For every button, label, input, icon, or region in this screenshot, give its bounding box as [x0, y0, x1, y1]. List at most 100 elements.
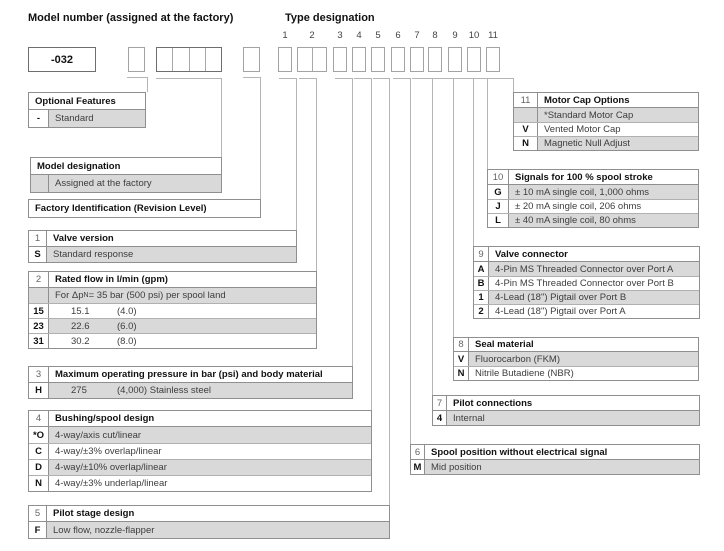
option-key: 2: [474, 305, 489, 318]
option-desc: 15.1 (4.0): [49, 304, 316, 318]
option-desc: Fluorocarbon (FKM): [469, 352, 698, 366]
option-desc: Standard response: [47, 247, 296, 262]
table-title: Maximum operating pressure in bar (psi) …: [55, 369, 323, 380]
option-key: N: [514, 137, 538, 150]
connector-line: [127, 77, 148, 78]
option-key: 31: [29, 334, 49, 348]
option-value-alt: (4.0): [117, 305, 137, 317]
position-label: 6: [395, 30, 401, 41]
connector-line: [373, 78, 390, 79]
connector-line: [389, 78, 390, 505]
option-desc: Low flow, nozzle-flapper: [47, 522, 389, 538]
optional-features-header: Optional Features: [29, 93, 145, 110]
position-label: 4: [356, 30, 362, 41]
option-key: [29, 288, 49, 303]
table-title: Motor Cap Options: [544, 94, 630, 106]
option-key: [31, 175, 49, 192]
position-label: 10: [468, 30, 480, 41]
option-value: 22.6: [71, 320, 90, 332]
type-box-5: [371, 47, 385, 72]
table-row: G± 10 mA single coil, 1,000 ohms: [488, 185, 698, 199]
position-label: 7: [414, 30, 420, 41]
table-title: Factory Identification (Revision Level): [35, 203, 207, 214]
subscript: N: [83, 292, 89, 299]
connector-line: [450, 78, 474, 79]
model-designation-cell: [172, 48, 188, 71]
option-key: 4: [433, 411, 447, 425]
connector-line: [487, 78, 488, 169]
type-box-cell: [392, 48, 404, 71]
option-desc: 4-Pin MS Threaded Connector over Port B: [489, 277, 699, 290]
factory-id-box: [243, 47, 260, 72]
option-key: -: [29, 110, 49, 127]
option-key: *O: [29, 427, 49, 443]
connector-line: [432, 78, 433, 395]
type-box-2: [297, 47, 327, 72]
connector-line: [221, 78, 222, 157]
type-box-cell: [353, 48, 365, 71]
position-label: 2: [309, 30, 315, 41]
motor-cap-header: 11 Motor Cap Options: [514, 93, 698, 108]
connector-line: [473, 78, 474, 246]
connector-line: [453, 78, 454, 337]
table-factory-identification: Factory Identification (Revision Level): [28, 199, 261, 218]
option-desc: ± 20 mA single coil, 206 ohms: [509, 200, 698, 213]
table-title: Rated flow in l/min (gpm): [55, 274, 168, 285]
option-key: 23: [29, 319, 49, 333]
type-box-7: [410, 47, 424, 72]
type-box-cell: [468, 48, 480, 71]
position-number: 11: [514, 93, 538, 107]
position-number: 2: [29, 272, 49, 287]
option-desc: ± 10 mA single coil, 1,000 ohms: [509, 185, 698, 199]
model-designation-box: [156, 47, 222, 72]
type-box-cell: [311, 48, 327, 71]
type-box-cell: [298, 48, 312, 71]
type-box-cell: [429, 48, 441, 71]
position-label: 3: [337, 30, 343, 41]
connector-line: [513, 78, 514, 92]
type-box-cell: [279, 48, 291, 71]
connector-line: [279, 78, 297, 79]
option-desc: 4-way/axis cut/linear: [49, 427, 371, 443]
type-box-10: [467, 47, 481, 72]
type-box-cell: [449, 48, 461, 71]
connector-line: [410, 78, 411, 444]
option-desc: ± 40 mA single coil, 80 ohms: [509, 214, 698, 227]
option-key: 15: [29, 304, 49, 318]
option-desc: Assigned at the factory: [49, 175, 221, 192]
option-value: 15.1: [71, 305, 90, 317]
position-label: 9: [452, 30, 458, 41]
optional-features-box: [128, 47, 145, 72]
factory-identification-header: Factory Identification (Revision Level): [29, 200, 260, 217]
option-key: C: [29, 444, 49, 459]
option-key: B: [474, 277, 489, 290]
table-title: Optional Features: [35, 95, 116, 107]
table-title: Valve version: [53, 233, 114, 244]
option-key: N: [29, 476, 49, 491]
type-box-6: [391, 47, 405, 72]
option-desc: Vented Motor Cap: [538, 123, 698, 136]
position-label: 1: [282, 30, 288, 41]
position-number: 10: [488, 170, 509, 184]
type-box-4: [352, 47, 366, 72]
option-key: S: [29, 247, 47, 262]
